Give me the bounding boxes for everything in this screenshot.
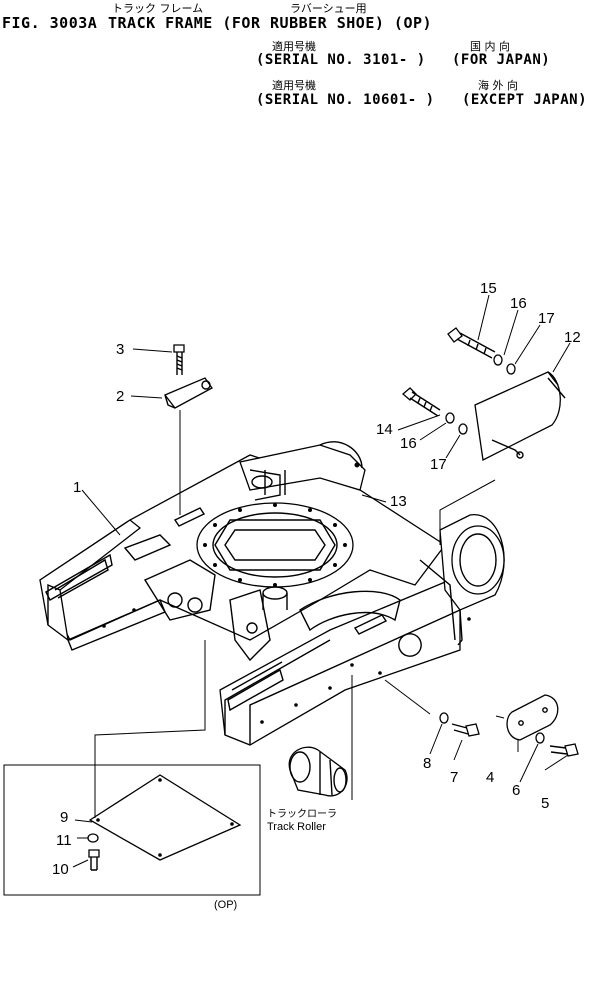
- callout-5: 5: [541, 795, 549, 812]
- callout-13: 13: [390, 493, 407, 510]
- region-jp-1: 国 内 向: [470, 40, 510, 53]
- washer-17-lower: [458, 423, 468, 435]
- washer-16-lower: [445, 412, 455, 424]
- callout-12: 12: [564, 329, 581, 346]
- washer-17-upper: [506, 363, 516, 375]
- bolt-5: [549, 743, 579, 757]
- washer-11: [87, 833, 99, 843]
- callout-3: 3: [116, 341, 124, 358]
- callout-14: 14: [376, 421, 393, 438]
- figure-title: TRACK FRAME (FOR RUBBER SHOE) (OP): [108, 14, 433, 32]
- serial-jp-1: 適用号機: [272, 40, 316, 53]
- callout-17-lower: 17: [430, 456, 447, 473]
- callout-2: 2: [116, 388, 124, 405]
- track-roller-label-jp: トラックローラ: [267, 808, 337, 820]
- callout-17-upper: 17: [538, 310, 555, 327]
- region-jp-2: 海 外 向: [478, 79, 518, 92]
- bolt-14: [402, 387, 441, 417]
- serial-1: (SERIAL NO. 3101- ): [256, 52, 426, 68]
- callout-6: 6: [512, 782, 520, 799]
- washer-8: [439, 712, 449, 724]
- callout-1: 1: [73, 479, 81, 496]
- track-frame: [39, 441, 505, 746]
- bolt-15: [447, 327, 496, 359]
- callout-11: 11: [56, 832, 72, 849]
- region-2: (EXCEPT JAPAN): [462, 92, 588, 108]
- cover-plate-12: [474, 371, 566, 461]
- callout-4: 4: [486, 769, 494, 786]
- bolt-7: [451, 723, 480, 737]
- callout-9: 9: [60, 809, 68, 826]
- callouts: 1 2 3 4 5 6 7 8 9 10 11 12 13 14 15 16 1…: [52, 280, 581, 878]
- track-roller-label: Track Roller: [267, 821, 326, 833]
- leader-lines: [72, 294, 571, 868]
- callout-16-lower: 16: [400, 435, 417, 452]
- op-inset: [3, 764, 261, 896]
- callout-16-upper: 16: [510, 295, 527, 312]
- region-1: (FOR JAPAN): [452, 52, 551, 68]
- washer-6: [535, 732, 545, 744]
- serial-jp-2: 適用号機: [272, 79, 316, 92]
- callout-8: 8: [423, 755, 431, 772]
- callout-7: 7: [450, 769, 458, 786]
- track-roller: [288, 746, 348, 797]
- figure-number: FIG. 3003A: [2, 14, 98, 32]
- bracket-2: [163, 377, 213, 409]
- callout-10: 10: [52, 861, 69, 878]
- callout-15: 15: [480, 280, 497, 297]
- title-jp-right: ラバーシュー用: [290, 2, 367, 15]
- washer-16-upper: [493, 354, 503, 366]
- serial-2: (SERIAL NO. 10601- ): [256, 92, 435, 108]
- op-label: (OP): [214, 899, 237, 911]
- plate-4: [506, 694, 559, 741]
- title-jp-left: トラック フレーム: [112, 2, 204, 15]
- bolt-10: [88, 849, 100, 871]
- bolt-3: [173, 344, 185, 375]
